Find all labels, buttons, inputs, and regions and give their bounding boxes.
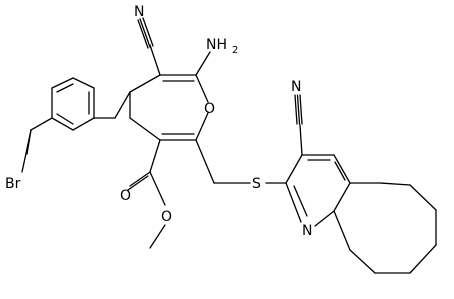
nitrile-top	[137, 17, 161, 76]
amine-label: NH	[206, 37, 227, 53]
pyridine-n-label: N	[302, 223, 312, 239]
cyclooctane-ring	[333, 182, 437, 274]
nitrile-right	[294, 94, 303, 156]
pyridine-ring	[285, 154, 351, 227]
nitrile-top-n-label: N	[134, 4, 144, 20]
ether-oxygen-label: O	[161, 209, 172, 225]
methyl-ester	[127, 139, 166, 249]
amine-subscript: 2	[232, 45, 238, 56]
sulfur-label: S	[252, 176, 261, 192]
amine-bond	[195, 51, 211, 76]
ring-oxygen-label: O	[204, 101, 215, 117]
thiomethyl-linker	[195, 139, 287, 184]
carbonyl-oxygen-label: O	[120, 188, 131, 204]
bromine-label: Br	[5, 176, 21, 192]
nitrile-right-n-label: N	[291, 79, 301, 95]
bromophenyl-ring	[26, 77, 95, 155]
pyran-ring	[114, 74, 209, 141]
bromine-bond	[21, 129, 32, 173]
